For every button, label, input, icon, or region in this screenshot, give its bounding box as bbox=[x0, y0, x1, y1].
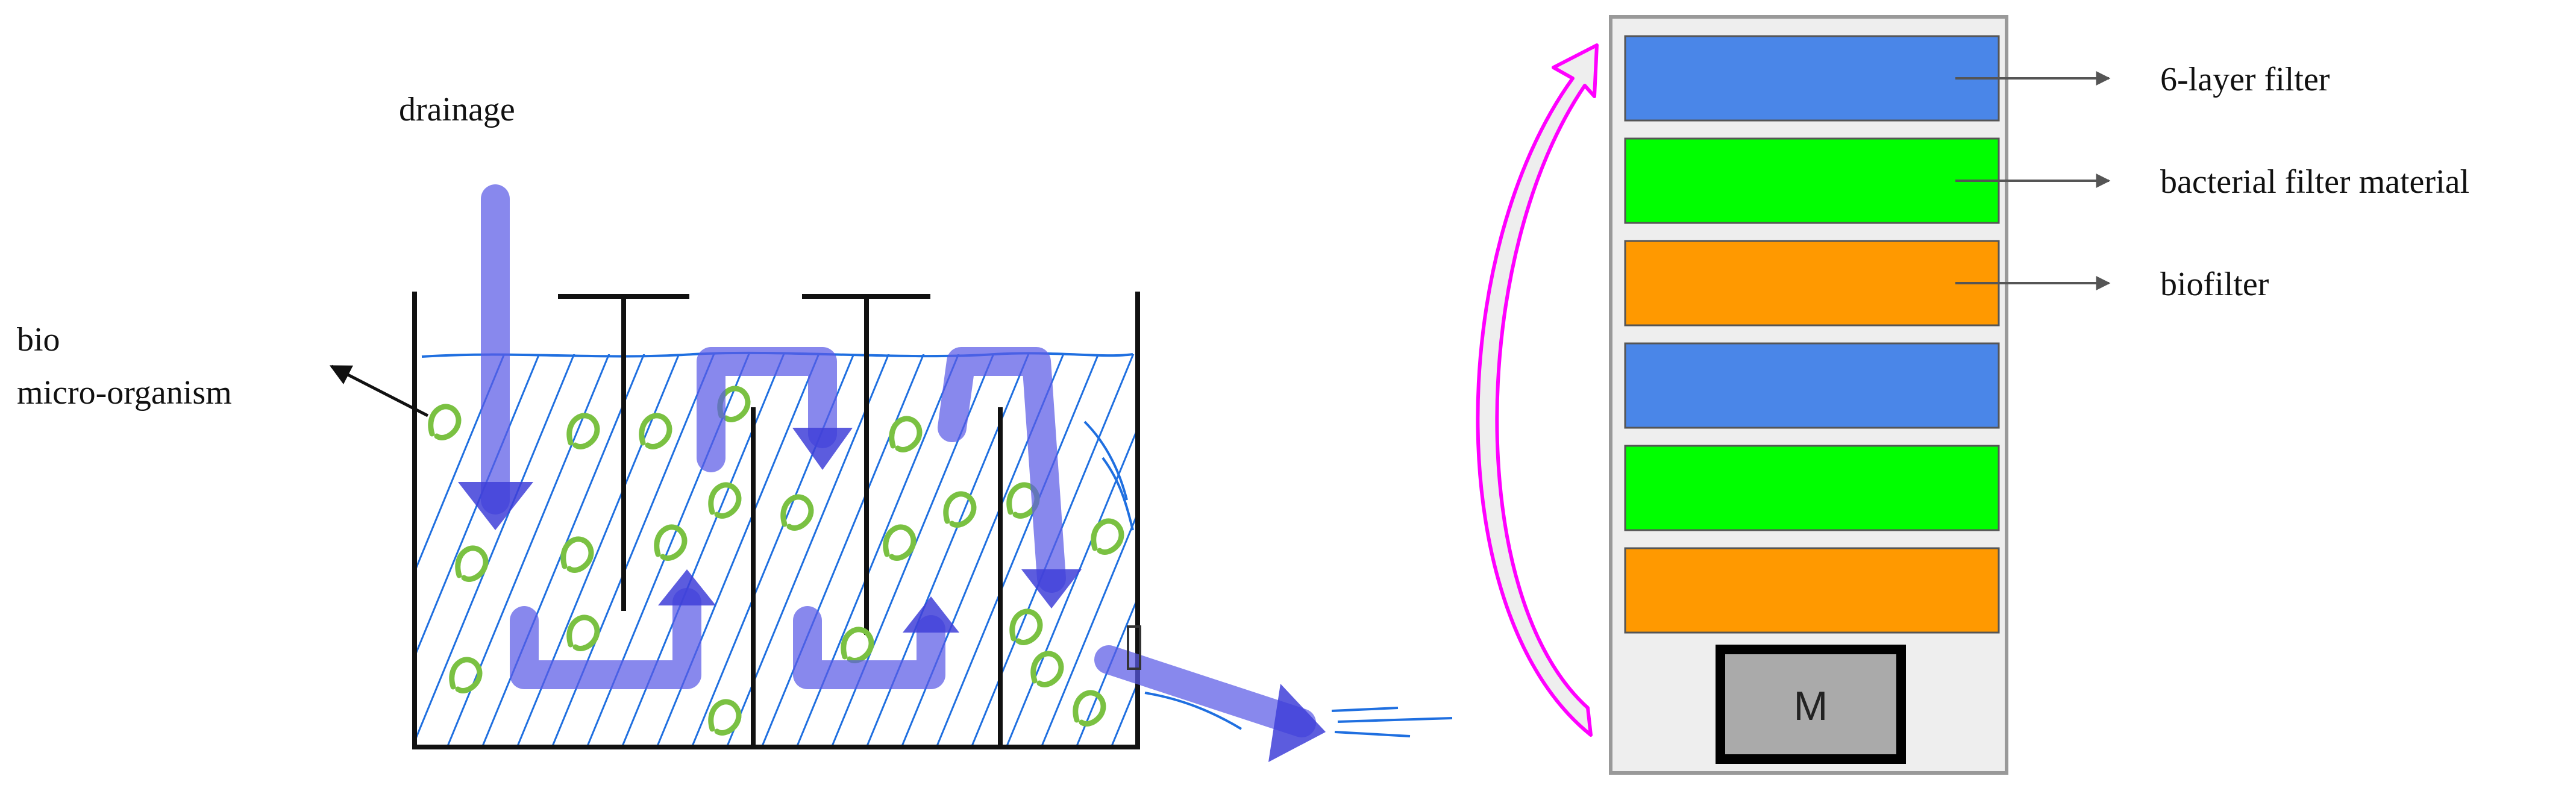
organism-label-line1: bio bbox=[17, 321, 60, 358]
hatch-line bbox=[1041, 515, 1136, 746]
filter-layer bbox=[1624, 35, 2000, 122]
flow-arrowheads bbox=[458, 428, 1326, 762]
flow-over-baffle-2 bbox=[697, 347, 837, 472]
baffle-2-arrowhead bbox=[792, 428, 853, 470]
microorganism bbox=[566, 614, 600, 651]
hatch-line bbox=[1076, 600, 1136, 746]
drainage-label: drainage bbox=[399, 91, 515, 128]
microorganism bbox=[639, 413, 672, 449]
microorganism bbox=[560, 536, 594, 573]
microorganism bbox=[708, 482, 742, 519]
hatch-line bbox=[726, 354, 890, 746]
outlet-water-spray bbox=[1083, 421, 1453, 737]
inlet-arrowhead bbox=[458, 482, 533, 530]
microorganism bbox=[455, 545, 489, 582]
filter-layer-label: biofilter bbox=[2160, 266, 2269, 303]
outlet-arrowhead bbox=[1268, 684, 1326, 762]
filter-layer bbox=[1624, 342, 2000, 429]
flow-under-baffle-3 bbox=[793, 606, 945, 689]
hatch-line bbox=[1111, 685, 1136, 746]
layer-callouts: 6-layer filter bacterial filter material b… bbox=[1955, 61, 2469, 303]
microorganism bbox=[780, 494, 814, 531]
microorganism bbox=[1073, 690, 1106, 727]
baffle-3-arrowhead bbox=[903, 596, 959, 633]
microorganism bbox=[708, 699, 742, 736]
flow-over-baffle-4 bbox=[938, 347, 1066, 593]
microorganism bbox=[1091, 518, 1124, 555]
water-flow-path bbox=[481, 184, 1316, 737]
microorganism bbox=[889, 416, 923, 452]
microorganism bbox=[566, 413, 600, 449]
microorganism bbox=[943, 491, 977, 528]
filter-layer-label: bacterial filter material bbox=[2160, 163, 2469, 201]
filter-layer bbox=[1624, 547, 2000, 634]
baffle-1-arrowhead bbox=[658, 569, 716, 605]
hatch-line bbox=[936, 354, 1100, 746]
outlet-valve bbox=[1127, 625, 1141, 670]
microorganism bbox=[449, 657, 483, 693]
hatch-line bbox=[796, 354, 960, 746]
hatch-line bbox=[761, 354, 925, 746]
microorganism bbox=[428, 404, 462, 440]
hatch-line bbox=[416, 354, 575, 741]
filter-layer-label: 6-layer filter bbox=[2160, 61, 2330, 98]
circulation-arrow bbox=[1476, 43, 1599, 737]
microorganism bbox=[1009, 608, 1043, 645]
motor-box bbox=[1716, 645, 1906, 764]
organism-pointer-arrow bbox=[329, 364, 429, 417]
hatch-line bbox=[551, 354, 715, 746]
filter-layer bbox=[1624, 137, 2000, 224]
hatch-line bbox=[1006, 430, 1136, 746]
microorganism bbox=[1030, 651, 1064, 687]
hatch-line bbox=[621, 354, 785, 746]
hatch-line bbox=[416, 354, 541, 657]
microorganism bbox=[883, 524, 917, 561]
filter-layer bbox=[1624, 240, 2000, 327]
organism-label-line2: micro-organism bbox=[17, 374, 232, 411]
baffle-4-arrowhead bbox=[1021, 569, 1082, 608]
hatch-line bbox=[416, 354, 506, 572]
microorganism bbox=[841, 627, 874, 663]
outlet-flow bbox=[1094, 645, 1316, 737]
flow-under-baffle-1 bbox=[510, 588, 701, 689]
hatch-line bbox=[656, 354, 820, 746]
microorganism bbox=[654, 524, 688, 561]
filter-layer bbox=[1624, 445, 2000, 531]
hatch-line bbox=[447, 354, 610, 746]
tank-structure bbox=[412, 292, 1140, 749]
filter-layers bbox=[1624, 35, 2000, 634]
hatch-line bbox=[831, 354, 995, 746]
motor-label: M bbox=[1794, 683, 1828, 729]
